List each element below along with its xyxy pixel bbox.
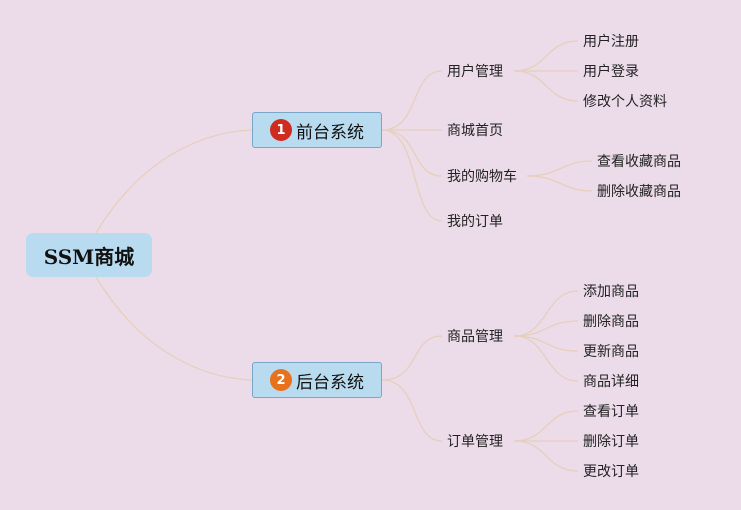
leaf-view-orders[interactable]: 查看订单 bbox=[583, 404, 639, 420]
root-node[interactable]: SSM商城 bbox=[26, 233, 152, 277]
priority-2-icon: 2 bbox=[270, 369, 292, 391]
branch-backend[interactable]: 2 后台系统 bbox=[252, 362, 382, 398]
connector-goods-update bbox=[513, 335, 579, 352]
topic-my-orders[interactable]: 我的订单 bbox=[447, 214, 503, 230]
leaf-delete-goods[interactable]: 删除商品 bbox=[583, 314, 639, 330]
connector-backend-order-mgmt bbox=[381, 379, 443, 442]
connector-cart-view bbox=[526, 160, 593, 177]
connector-order-view bbox=[513, 410, 579, 442]
connector-frontend-cart bbox=[381, 129, 443, 177]
branch-label: 前台系统 bbox=[296, 122, 364, 143]
connector-root-backend bbox=[95, 276, 253, 381]
connector-backend-goods-mgmt bbox=[381, 335, 443, 381]
leaf-edit-profile[interactable]: 修改个人资料 bbox=[583, 94, 667, 110]
topic-order-management[interactable]: 订单管理 bbox=[447, 434, 503, 450]
leaf-update-goods[interactable]: 更新商品 bbox=[583, 344, 639, 360]
leaf-delete-orders[interactable]: 删除订单 bbox=[583, 434, 639, 450]
connector-goods-detail bbox=[513, 335, 579, 382]
connector-frontend-orders bbox=[381, 129, 443, 222]
priority-1-icon: 1 bbox=[270, 119, 292, 141]
leaf-user-register[interactable]: 用户注册 bbox=[583, 34, 639, 50]
connector-frontend-user-mgmt bbox=[381, 70, 443, 131]
connector-goods-add bbox=[513, 290, 579, 337]
root-label: SSM商城 bbox=[43, 244, 135, 269]
topic-user-management[interactable]: 用户管理 bbox=[447, 64, 503, 80]
leaf-add-goods[interactable]: 添加商品 bbox=[583, 284, 639, 300]
connector-user-profile bbox=[513, 70, 579, 102]
branch-label: 后台系统 bbox=[296, 372, 364, 393]
connector-order-update bbox=[513, 440, 579, 472]
leaf-goods-detail[interactable]: 商品详细 bbox=[583, 374, 639, 390]
connector-user-register bbox=[513, 40, 579, 72]
leaf-view-favorites[interactable]: 查看收藏商品 bbox=[597, 154, 681, 170]
topic-goods-management[interactable]: 商品管理 bbox=[447, 329, 503, 345]
connector-goods-delete bbox=[513, 320, 579, 337]
connector-root-frontend bbox=[95, 129, 253, 234]
topic-mall-home[interactable]: 商城首页 bbox=[447, 123, 503, 139]
connector-cart-delete bbox=[526, 175, 593, 192]
branch-frontend[interactable]: 1 前台系统 bbox=[252, 112, 382, 148]
topic-my-cart[interactable]: 我的购物车 bbox=[447, 169, 517, 185]
leaf-delete-favorites[interactable]: 删除收藏商品 bbox=[597, 184, 681, 200]
leaf-change-orders[interactable]: 更改订单 bbox=[583, 464, 639, 480]
leaf-user-login[interactable]: 用户登录 bbox=[583, 64, 639, 80]
